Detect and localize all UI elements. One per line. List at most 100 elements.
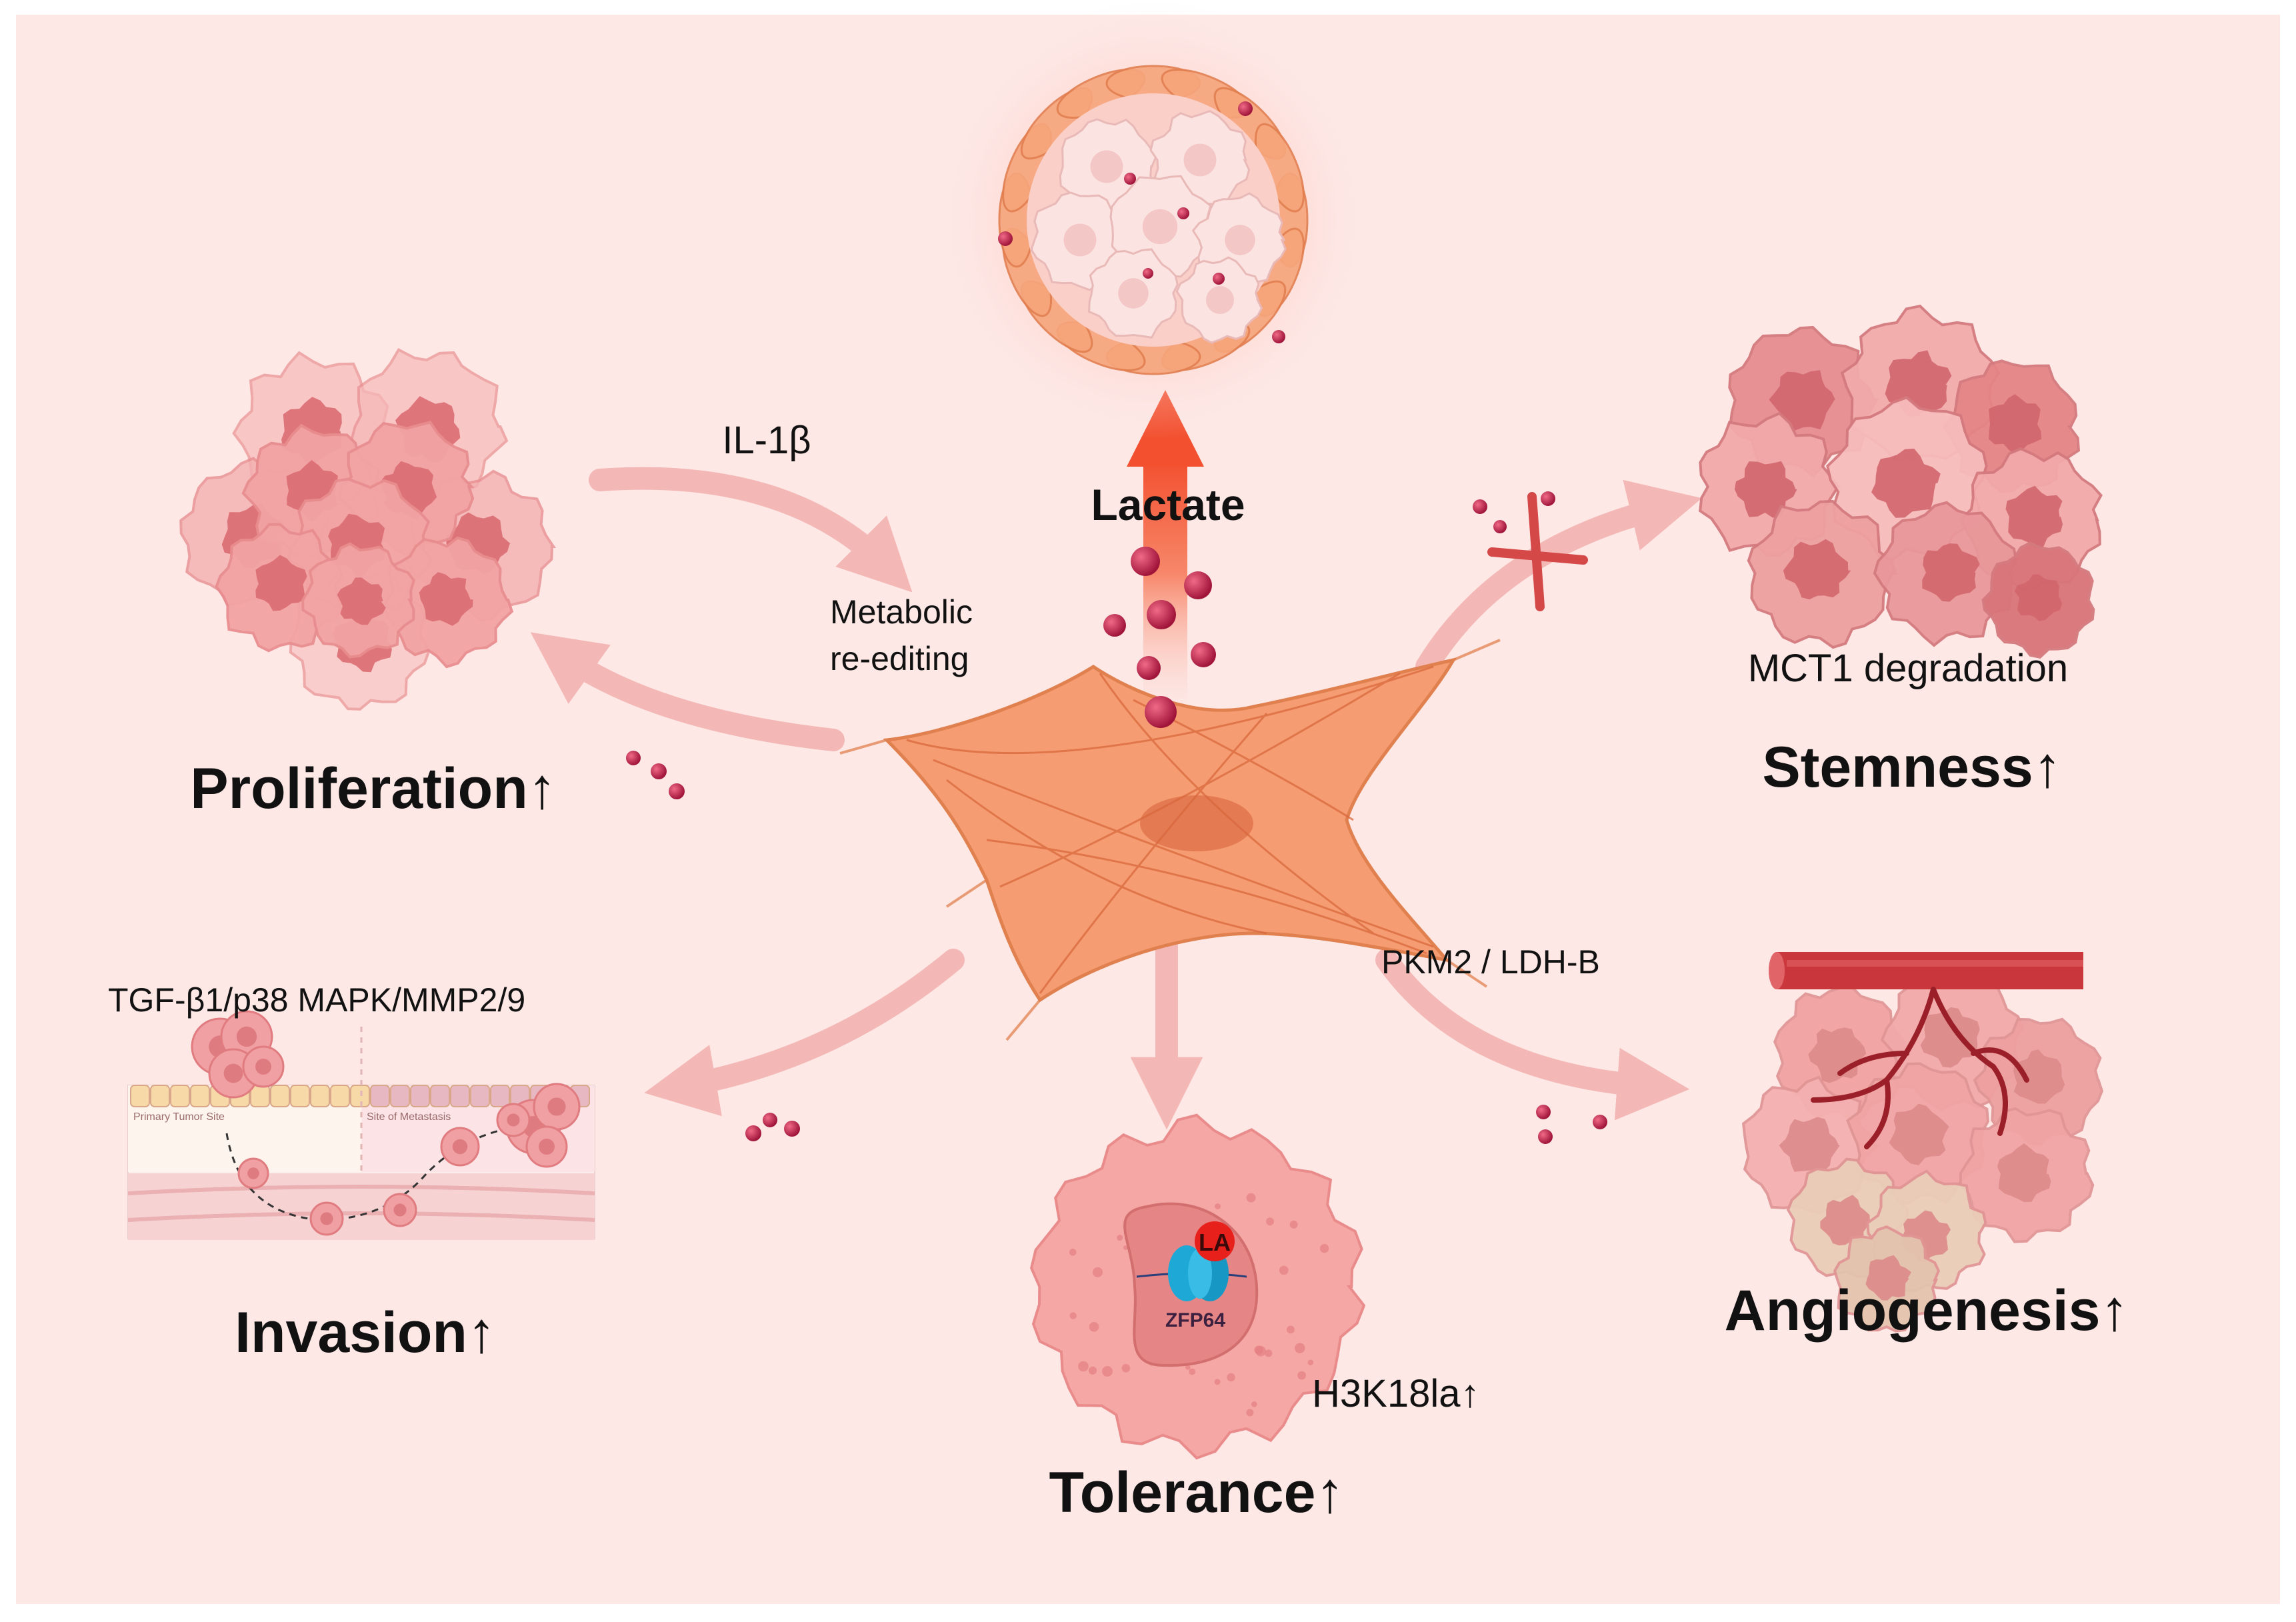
blood-vessel [1769, 952, 2083, 989]
spheroid-nucleus [1118, 278, 1149, 309]
tolerance-cell: LA ZFP64 [1029, 1113, 1366, 1460]
epithelial-cell [310, 1085, 330, 1107]
outcome-proliferation: Proliferation↑ [190, 757, 557, 821]
caf-filopodium [839, 739, 887, 755]
invading-cell-nucleus [236, 1026, 257, 1047]
lactate-dot [1538, 1129, 1553, 1144]
invading-cell-nucleus [393, 1203, 407, 1217]
lactate-dot [1124, 173, 1136, 185]
epithelial-cell [150, 1085, 170, 1107]
cytoplasm-speck [1123, 1245, 1128, 1250]
lactate-dot [1541, 491, 1555, 506]
cytoplasm-speck [1319, 1244, 1329, 1253]
angiogenesis-nucleus [2013, 1049, 2065, 1104]
invading-cell-nucleus [255, 1059, 271, 1075]
lactate-dot [1145, 696, 1177, 728]
proliferation-nucleus [255, 555, 307, 611]
cytoplasm-speck [1189, 1368, 1196, 1375]
invading-cell-nucleus [507, 1113, 520, 1127]
proliferation-nucleus [337, 577, 386, 625]
epithelial-cell [490, 1085, 510, 1107]
arrow-il1b-to-caf [589, 467, 913, 593]
cytoplasm-speck [1069, 1312, 1077, 1319]
stemness-nucleus [1989, 394, 2041, 455]
lactate-dot [626, 751, 641, 765]
lactate-dot [998, 231, 1013, 246]
angiogenesis-nucleus [1865, 1255, 1911, 1301]
lactate-dot [1213, 273, 1225, 285]
cytoplasm-speck [1121, 1364, 1131, 1373]
epithelial-cell [250, 1085, 270, 1107]
spheroid-nucleus [1183, 143, 1217, 177]
invading-cell-nucleus [539, 1139, 555, 1155]
epithelial-cell [410, 1085, 430, 1107]
arrow-caf-to-invasion [644, 949, 965, 1117]
cytoplasm-speck [1069, 1249, 1077, 1256]
lactate-dot [763, 1113, 777, 1127]
stemness-nucleus [1922, 543, 1980, 602]
proliferation-cluster [179, 347, 556, 711]
cytoplasm-speck [1089, 1321, 1099, 1332]
angiogenesis-nucleus [1889, 1103, 1949, 1165]
caf-filopodium [1005, 999, 1041, 1041]
caf-fiber [906, 665, 1434, 755]
cytoplasm-speck [1092, 1267, 1103, 1277]
cytoplasm-speck [1295, 1343, 1305, 1353]
stemness-nucleus [2005, 485, 2063, 548]
stemness-nucleus [1734, 461, 1797, 518]
stemness-nucleus [2014, 574, 2062, 621]
cytoplasm-speck [1279, 1265, 1289, 1275]
lactate-dots [626, 101, 1607, 1144]
outcome-invasion: Invasion↑ [235, 1301, 496, 1365]
angiogenesis-nucleus [1808, 1027, 1867, 1083]
caf-fiber [1039, 713, 1268, 994]
arrow-caf-to-stemness [1415, 479, 1702, 678]
caf-cell [839, 639, 1501, 1041]
spheroid-nucleus [1063, 223, 1097, 257]
lactate-dot [1137, 656, 1161, 680]
lactate-dot [1238, 101, 1253, 116]
cytoplasm-speck [1227, 1373, 1235, 1382]
cytoplasm-speck [1246, 1193, 1256, 1203]
cytoplasm-speck [1297, 1371, 1306, 1380]
lactate-dot [1536, 1105, 1551, 1119]
invasion-panel: Primary Tumor Site Site of Metastasis [127, 1010, 595, 1240]
lactate-dot [784, 1121, 800, 1137]
caf-fiber [946, 779, 1267, 935]
lactate-label: Lactate [1091, 480, 1245, 529]
lactate-dot [669, 783, 685, 799]
zfp64-label: ZFP64 [1165, 1309, 1225, 1331]
lactate-spheroid [933, 0, 1373, 440]
lactate-dot [1103, 614, 1126, 637]
proliferation-nucleus [419, 572, 473, 626]
stemness-nucleus [1871, 448, 1941, 518]
lactate-dot [1131, 547, 1160, 576]
lactate-dot [1593, 1115, 1607, 1129]
mct1-label: MCT1 degradation [1748, 647, 2068, 690]
spheroid-nucleus [1090, 150, 1123, 183]
la-badge: LA [1195, 1221, 1235, 1261]
metabolic-label-line2: re-editing [830, 640, 969, 677]
arrow-caf-to-proliferation [530, 632, 845, 751]
caf-filopodium [945, 879, 988, 908]
caf-filopodium [1453, 639, 1501, 661]
epithelial-cell [290, 1085, 310, 1107]
angiogenesis-nucleus [1779, 1117, 1840, 1172]
spheroid-nucleus [1142, 209, 1178, 245]
caf-filopodium [1445, 959, 1488, 988]
outcome-tolerance: Tolerance↑ [1049, 1461, 1345, 1525]
lactate-dot [651, 763, 667, 779]
lactate-dot [1143, 268, 1153, 279]
cytoplasm-speck [1214, 1379, 1221, 1385]
epithelial-cell [390, 1085, 410, 1107]
caf-fiber [999, 672, 1401, 888]
inhibition-cross [1487, 492, 1588, 611]
cytoplasm-speck [1215, 1203, 1221, 1209]
invading-cell-nucleus [452, 1139, 468, 1155]
cytoplasm-speck [1266, 1217, 1274, 1226]
angiogenesis-nucleus [1920, 1007, 1980, 1068]
caf-fiber [1099, 673, 1374, 935]
la-label: LA [1199, 1229, 1231, 1256]
